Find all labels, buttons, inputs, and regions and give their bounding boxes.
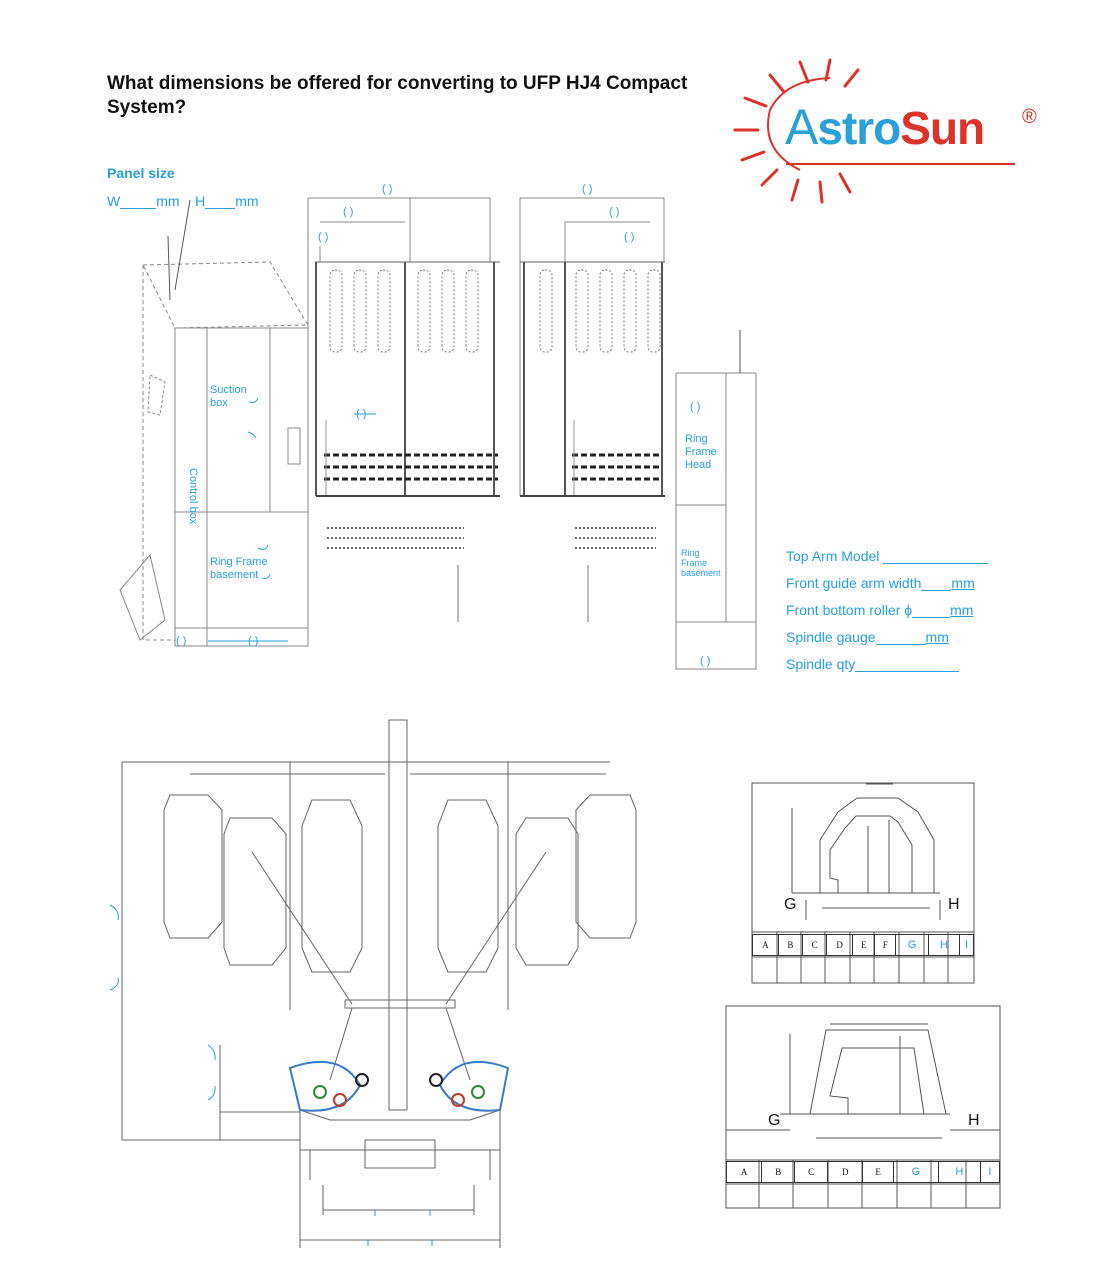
table-header-cell: H	[937, 1161, 981, 1183]
ring-frame-basement-label-right: Ring Frame basement	[681, 548, 721, 578]
field-blank[interactable]	[855, 671, 960, 672]
logo-text-sun: Sun	[900, 102, 985, 154]
logo-text-stro: stro	[817, 102, 901, 154]
blank-marker[interactable]: ( )	[176, 635, 187, 647]
dimension-table-top: A B C D E F G H I	[752, 934, 975, 956]
table-header-cell: D	[827, 1161, 864, 1183]
ring-frame-basement-label-left: Ring Frame basement	[210, 556, 268, 581]
field-spindle-qty[interactable]: Spindle qty	[786, 656, 960, 672]
panel-h-blank[interactable]	[205, 208, 236, 209]
field-label: Front bottom roller ϕ	[786, 602, 913, 618]
field-blank[interactable]	[883, 563, 989, 564]
field-label: Spindle gauge	[786, 629, 876, 645]
ring-frame-head-label: Ring Frame Head	[685, 433, 717, 471]
blank-marker[interactable]: ( )	[609, 206, 620, 218]
blank-marker[interactable]: ( )	[700, 655, 711, 667]
table-header-cell: B	[777, 934, 804, 956]
field-label: Spindle qty	[786, 656, 856, 672]
panel-w-blank[interactable]	[120, 208, 157, 209]
page-title: What dimensions be offered for convertin…	[107, 73, 688, 118]
label-h-bottom: H	[968, 1112, 980, 1129]
label-g-top: G	[784, 896, 797, 913]
table-header-cell: I	[979, 1161, 1001, 1183]
field-blank[interactable]	[921, 590, 952, 591]
table-header-cell: E	[852, 934, 876, 956]
blank-marker[interactable]: ( )	[582, 183, 593, 195]
field-label: Top Arm Model	[786, 548, 880, 564]
table-header-cell: F	[874, 934, 897, 956]
label-h-top: H	[948, 896, 960, 913]
suction-box-label: Suction box	[210, 384, 247, 409]
blank-marker[interactable]: ( )	[624, 231, 635, 243]
table-header-cell: D	[826, 934, 854, 956]
blank-marker[interactable]: ( )	[690, 401, 701, 413]
blank-marker[interactable]: ( )	[382, 183, 393, 195]
label-g-bottom: G	[768, 1112, 781, 1129]
panel-w-unit: mm	[156, 193, 180, 209]
table-header-cell: G	[892, 1161, 939, 1183]
field-blank[interactable]	[875, 644, 926, 645]
field-label: Front guide arm width	[786, 575, 922, 591]
panel-h-unit: mm	[235, 193, 259, 209]
table-header-cell: C	[802, 934, 828, 956]
field-unit: mm	[925, 629, 949, 645]
brand-logo: AstroSun	[785, 98, 985, 156]
table-header-cell: C	[794, 1161, 829, 1183]
field-front-bottom-roller[interactable]: Front bottom roller ϕ mm	[786, 602, 973, 618]
field-front-guide-arm-width[interactable]: Front guide arm width mm	[786, 575, 975, 591]
field-spindle-gauge[interactable]: Spindle gauge mm	[786, 629, 949, 645]
table-header-cell: G	[895, 934, 930, 956]
field-unit: mm	[951, 575, 975, 591]
blank-marker[interactable]: ( )	[356, 408, 367, 420]
field-unit: mm	[950, 602, 974, 618]
logo-letter-a: A	[785, 99, 818, 155]
table-header-cell: B	[761, 1161, 796, 1183]
panel-size-label: Panel size	[107, 165, 175, 181]
control-box-label: Control box	[187, 468, 199, 525]
blank-marker[interactable]: ( )	[248, 635, 259, 647]
table-header-cell: E	[862, 1161, 894, 1183]
dimension-table-bottom: A B C D E G H I	[725, 1161, 1001, 1183]
registered-mark: ®	[1022, 106, 1037, 128]
table-header-cell: I	[958, 934, 975, 956]
table-header-cell: A	[725, 1161, 763, 1183]
blank-marker[interactable]: ( )	[343, 206, 354, 218]
panel-w-prefix: W	[107, 193, 121, 209]
field-blank[interactable]	[912, 617, 951, 618]
blank-marker[interactable]: ( )	[318, 231, 329, 243]
field-top-arm-model[interactable]: Top Arm Model	[786, 548, 989, 564]
panel-h-prefix: H	[195, 193, 206, 209]
